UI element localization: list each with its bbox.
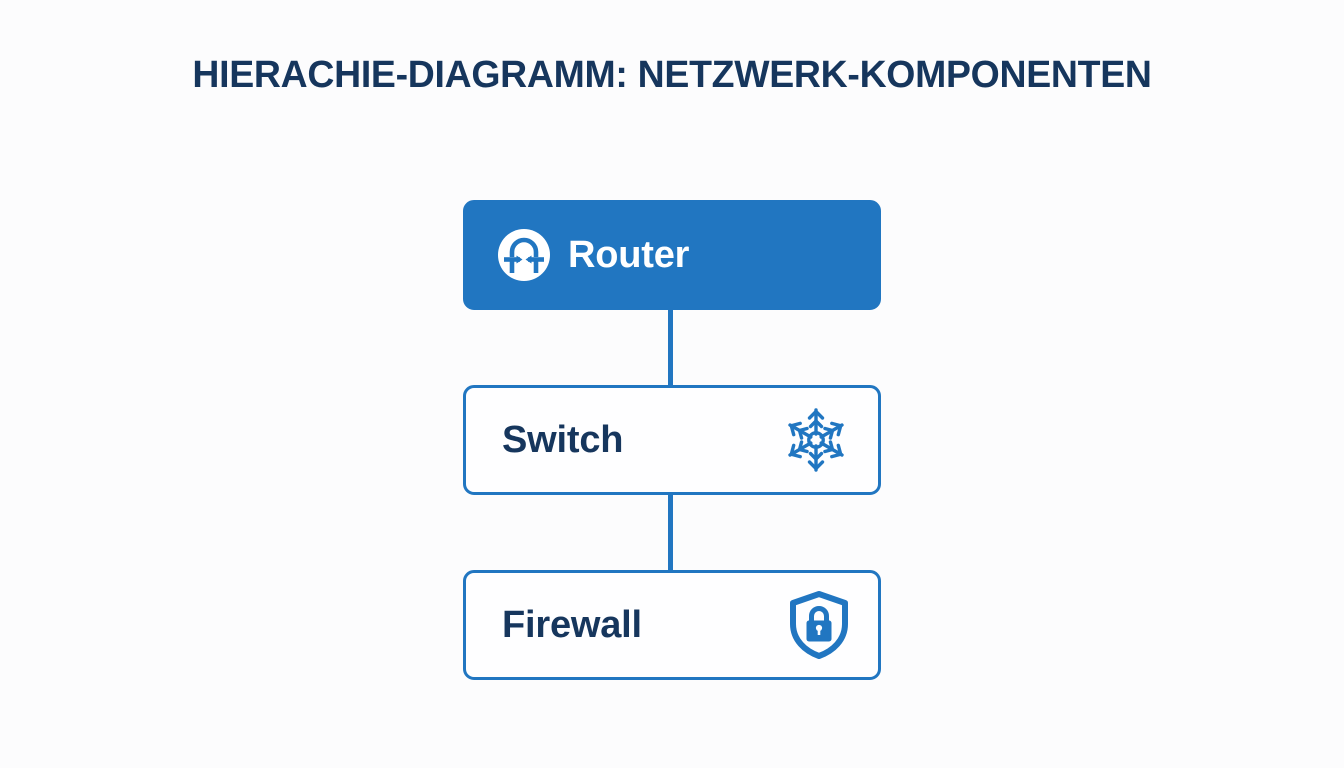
node-router-label: Router (568, 233, 690, 276)
shield-lock-icon (788, 590, 850, 660)
node-router[interactable]: Router (463, 200, 881, 310)
page-title: HIERACHIE-DIAGRAMM: NETZWERK-KOMPONENTEN (192, 54, 1152, 96)
snowflake-hub-icon (782, 406, 850, 474)
node-firewall[interactable]: Firewall (463, 570, 881, 680)
connector-router-switch (668, 308, 673, 388)
router-icon (496, 227, 552, 283)
hierarchy-node-stack: Router Switch (463, 200, 881, 686)
node-firewall-label: Firewall (502, 603, 642, 646)
node-switch[interactable]: Switch (463, 385, 881, 495)
node-switch-label: Switch (502, 418, 624, 461)
connector-switch-firewall (668, 493, 673, 573)
